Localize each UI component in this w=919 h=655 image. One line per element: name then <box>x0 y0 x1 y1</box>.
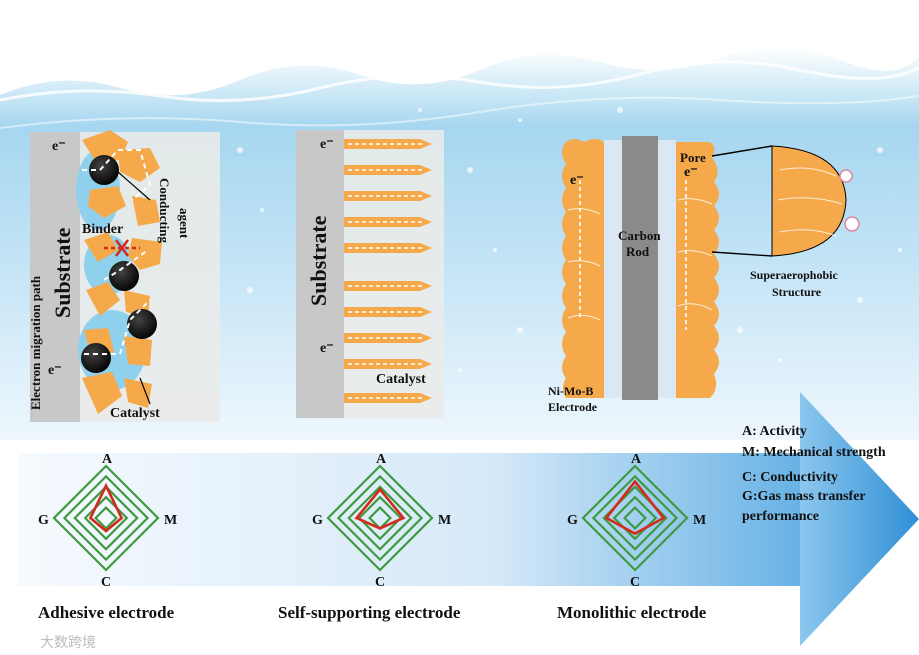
self-supporting-substrate-label: Substrate <box>306 215 331 306</box>
catalyst-rod <box>344 165 432 175</box>
radar-series <box>88 482 124 533</box>
gap-right <box>658 140 676 398</box>
monolithic-electron-right: e⁻ <box>684 165 698 180</box>
legend-conductivity: C: Conductivity <box>742 470 839 485</box>
monolithic-right-electrode <box>676 142 719 398</box>
electron-migration-path <box>82 149 152 355</box>
catalyst-rod <box>344 281 432 291</box>
radar-axis-label-g: G <box>38 513 49 528</box>
pore-label: Pore <box>680 150 706 165</box>
adhesive-substrate <box>30 132 80 422</box>
radar-ring <box>326 464 434 572</box>
radar-charts: A M C G A M C G A M C G <box>38 452 706 590</box>
radar-ring <box>581 464 689 572</box>
conducting-agent-label-2: agent <box>177 208 192 239</box>
radar-ring <box>62 474 150 562</box>
radar-axis-label-m: M <box>438 513 451 528</box>
adhesive-electron-label-top: e⁻ <box>52 139 66 154</box>
gas-bubble <box>844 216 860 232</box>
radar-chart: A M C G <box>567 452 706 590</box>
adhesive-substrate-label: Substrate <box>50 227 75 318</box>
carbon-rod <box>622 136 658 400</box>
radar-chart: A M C G <box>312 452 451 590</box>
adhesive-electron-label-bottom: e⁻ <box>48 363 62 378</box>
caption-self-supporting: Self-supporting electrode <box>278 603 461 622</box>
zoom-lines <box>711 145 773 257</box>
legend-gas-transfer: G:Gas mass transfer <box>742 489 866 504</box>
radar-chart: A M C G <box>38 452 177 590</box>
monolithic-panel <box>562 136 860 400</box>
radar-ring <box>623 506 647 530</box>
adhesive-panel <box>30 130 220 422</box>
watermark: 大数跨境 <box>40 635 96 651</box>
carbon-rod-label-1: Carbon <box>618 228 661 243</box>
caption-adhesive: Adhesive electrode <box>38 603 175 622</box>
radar-axis-label-g: G <box>312 513 323 528</box>
migration-path-label: Electron migration path <box>28 275 43 410</box>
radar-ring <box>612 495 658 541</box>
ni-mo-b-label-1: Ni-Mo-B <box>548 384 594 398</box>
catalyst-rod <box>344 307 432 317</box>
carbon-rod-label-2: Rod <box>626 244 650 259</box>
catalyst-rod <box>344 139 432 149</box>
catalyst-rod <box>344 217 432 227</box>
monolithic-electron-left: e⁻ <box>570 173 584 188</box>
radar-axis-label-a: A <box>376 452 387 467</box>
self-supporting-electron-top: e⁻ <box>320 137 334 152</box>
radar-ring <box>83 495 129 541</box>
superaerophobic-label-2: Structure <box>772 285 822 299</box>
legend-mechanical: M: Mechanical strength <box>742 445 886 460</box>
gap-left <box>604 140 622 398</box>
radar-series <box>604 479 666 536</box>
legend-activity: A: Activity <box>742 424 807 439</box>
superaerophobic-zoom <box>771 145 847 257</box>
radar-ring <box>94 506 118 530</box>
gas-bubble <box>839 169 853 183</box>
radar-axis-label-g: G <box>567 513 578 528</box>
radar-axis-label-a: A <box>102 452 113 467</box>
radar-axis-label-a: A <box>631 452 642 467</box>
radar-axis-label-m: M <box>164 513 177 528</box>
radar-axis-label-m: M <box>693 513 706 528</box>
bubbles <box>237 107 902 372</box>
pointer-lines <box>117 171 151 405</box>
radar-ring <box>591 474 679 562</box>
radar-ring <box>73 485 139 551</box>
blocked-path-arrow <box>104 239 140 257</box>
catalyst-rod <box>344 191 432 201</box>
binder-label: Binder <box>82 222 124 237</box>
monolithic-left-electrode <box>562 139 604 398</box>
zoom-texture <box>777 167 843 237</box>
ni-mo-b-label-2: Electrode <box>548 400 598 414</box>
radar-ring <box>336 474 424 562</box>
radar-axis-label-c: C <box>630 575 640 590</box>
radar-ring <box>52 464 160 572</box>
legend-performance: performance <box>742 509 819 524</box>
radar-ring <box>357 495 403 541</box>
self-supporting-panel <box>296 130 444 418</box>
catalyst-rod <box>344 333 432 343</box>
conducting-agent-label-1: Conducting <box>157 178 172 244</box>
self-supporting-electron-bottom: e⁻ <box>320 341 334 356</box>
radar-series <box>354 487 406 530</box>
catalyst-rod <box>344 243 432 253</box>
superaerophobic-label-1: Superaerophobic <box>750 268 838 282</box>
radar-axis-label-c: C <box>101 575 111 590</box>
catalyst-rod <box>344 393 432 403</box>
catalyst-rods <box>344 139 432 403</box>
caption-monolithic: Monolithic electrode <box>557 603 707 622</box>
pore-lines <box>567 198 713 321</box>
self-supporting-substrate <box>296 130 344 418</box>
catalyst-particles <box>82 130 162 414</box>
radar-ring <box>347 485 413 551</box>
arrow-head <box>800 392 919 646</box>
conducting-agent-particles <box>81 155 157 373</box>
radar-axis-label-c: C <box>375 575 385 590</box>
monolithic-electron-paths <box>579 180 687 330</box>
adhesive-catalyst-label: Catalyst <box>110 406 160 421</box>
self-supporting-catalyst-label: Catalyst <box>376 372 426 387</box>
catalyst-rod <box>344 359 432 369</box>
